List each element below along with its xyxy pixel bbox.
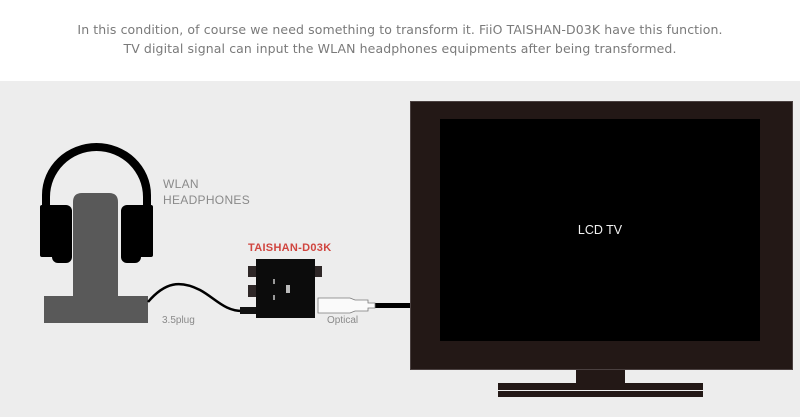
plug-label: 3.5plug — [162, 315, 195, 326]
tv-label: LCD TV — [577, 223, 623, 237]
device-led-1 — [273, 279, 275, 284]
device-tab-right — [315, 266, 322, 277]
device-led-2 — [273, 295, 275, 300]
device-tab-left-bottom — [248, 285, 256, 297]
caption-line-1: In this condition, of course we need som… — [77, 22, 723, 37]
tv-screen: LCD TV — [440, 119, 760, 341]
tv-stand-base-bottom — [498, 391, 703, 397]
headphones-label: WLAN HEADPHONES — [163, 176, 250, 208]
headphones-label-line-2: HEADPHONES — [163, 193, 251, 207]
tv-stand-base-top — [498, 383, 703, 390]
caption: In this condition, of course we need som… — [0, 20, 800, 58]
device-title: TAISHAN-D03K — [248, 242, 332, 254]
device-tab-left-top — [248, 266, 256, 277]
caption-line-2: TV digital signal can input the WLAN hea… — [123, 41, 677, 56]
optical-label: Optical — [327, 315, 359, 326]
device-logo — [286, 285, 290, 293]
headphones-label-line-1: WLAN — [163, 177, 199, 191]
dac-converter-icon — [256, 259, 315, 318]
tv-stand-neck — [576, 370, 625, 383]
